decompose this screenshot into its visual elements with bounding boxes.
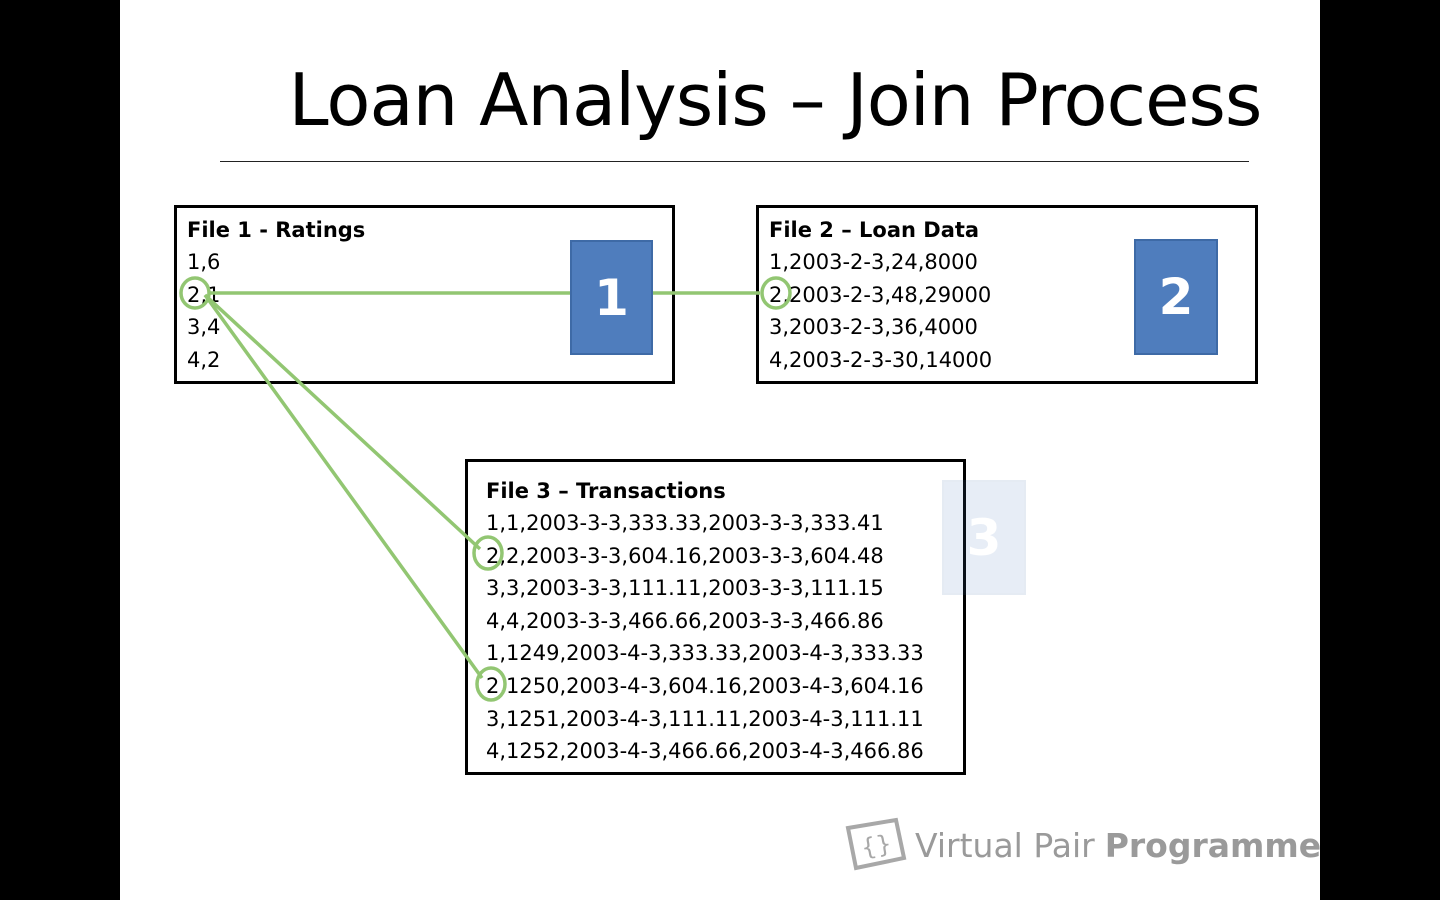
svg-text:{}: {} [859, 829, 894, 862]
brand-logo-icon: {} [845, 817, 907, 871]
file-3-title: File 3 – Transactions [486, 479, 726, 503]
slide: Loan Analysis – Join Process File 1 - Ra… [120, 0, 1320, 900]
brand-logo-text-bold: Programmers [1104, 825, 1320, 865]
file-2-line: 1,2003-2-3,24,8000 [769, 250, 978, 274]
file-3-line: 4,1252,2003-4-3,466.66,2003-4-3,466.86 [486, 739, 924, 764]
file-3-line: 3,3,2003-3-3,111.11,2003-3-3,111.15 [486, 576, 884, 601]
file-3-line: 4,4,2003-3-3,466.66,2003-3-3,466.86 [486, 608, 884, 633]
file-3-box: File 3 – Transactions 1,1,2003-3-3,333.3… [465, 459, 966, 775]
file-3-line: 3,1251,2003-4-3,111.11,2003-4-3,111.11 [486, 706, 924, 731]
step-badge-1: 1 [570, 240, 653, 355]
brand-logo: {} Virtual Pair Programmers [845, 815, 1320, 875]
file-2-line: 4,2003-2-3-30,14000 [769, 347, 993, 372]
step-badge-3: 3 [942, 480, 1026, 595]
file-2-title: File 2 – Loan Data [769, 218, 980, 242]
step-badge-2: 2 [1134, 239, 1218, 355]
title-divider [220, 161, 1249, 162]
file-3-line: 1,1,2003-3-3,333.33,2003-3-3,333.41 [486, 511, 884, 535]
file-2-line: 2,2003-2-3,48,29000 [769, 282, 992, 307]
file-1-title: File 1 - Ratings [187, 218, 366, 242]
file-3-line: 1,1249,2003-4-3,333.33,2003-4-3,333.33 [486, 641, 924, 666]
file-2-line: 3,2003-2-3,36,4000 [769, 315, 978, 340]
file-3-line: 2,2,2003-3-3,604.16,2003-3-3,604.48 [486, 543, 884, 568]
brand-logo-text: Virtual Pair [915, 825, 1095, 865]
file-1-line: 1,6 [187, 250, 221, 274]
file-3-line: 2,1250,2003-4-3,604.16,2003-4-3,604.16 [486, 673, 924, 698]
slide-title: Loan Analysis – Join Process [288, 58, 1263, 142]
